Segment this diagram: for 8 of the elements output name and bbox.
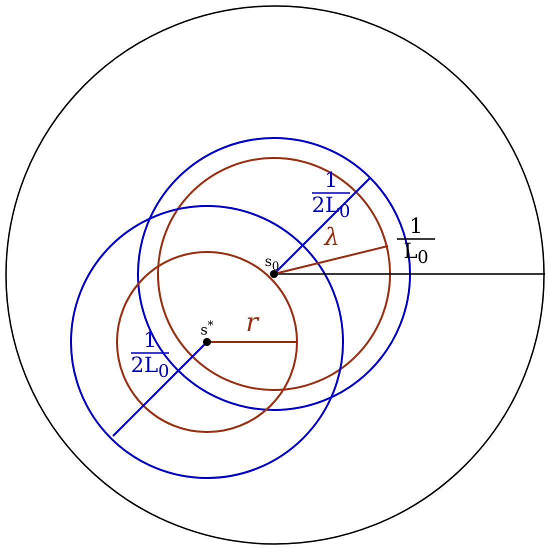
math-label: 1 bbox=[409, 216, 423, 237]
math-label: 1 bbox=[324, 170, 338, 191]
math-label: λ bbox=[324, 225, 340, 249]
math-label: s$_{0}$ bbox=[264, 255, 280, 272]
math-label: 1 bbox=[143, 330, 157, 351]
math-label: s$^{*}$ bbox=[200, 320, 214, 338]
math-label: 2L$_{0}$ bbox=[130, 355, 170, 382]
math-label: r bbox=[246, 310, 258, 336]
